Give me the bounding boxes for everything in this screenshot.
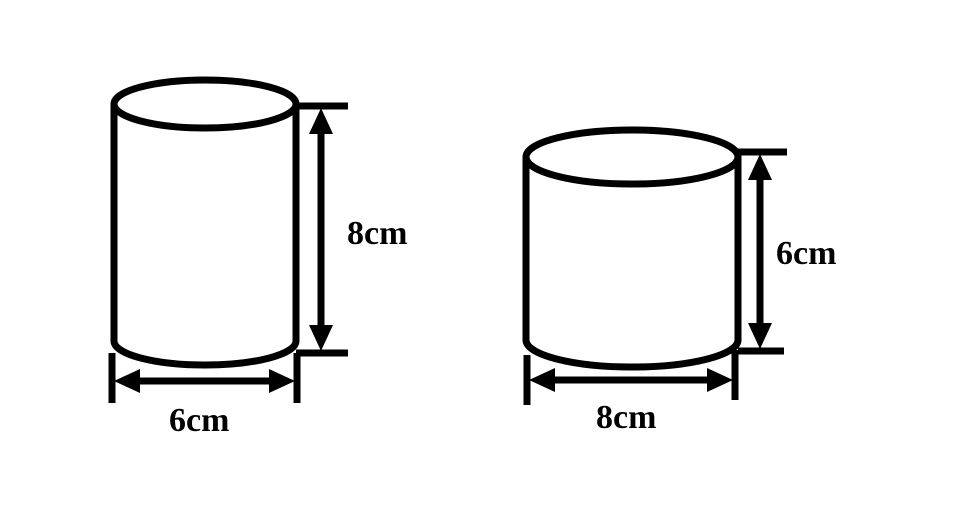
left-height-arrow-down xyxy=(309,325,333,351)
left-cylinder-bottom-arc xyxy=(110,337,300,369)
left-diameter-label: 6cm xyxy=(169,402,229,439)
right-height-label: 6cm xyxy=(776,235,836,272)
right-cylinder-bottom-arc xyxy=(522,336,742,371)
left-diameter-dimension: 6cm xyxy=(108,353,301,439)
right-diameter-dimension: 8cm xyxy=(523,350,739,436)
left-cylinder-top-ellipse xyxy=(110,76,300,132)
right-diameter-label: 8cm xyxy=(596,399,656,436)
right-height-arrow-down xyxy=(748,323,772,349)
right-diameter-arrow-left xyxy=(529,368,555,392)
left-height-label: 8cm xyxy=(347,215,407,252)
right-cylinder-top-ellipse xyxy=(522,126,742,188)
left-height-arrow-up xyxy=(309,108,333,134)
right-height-dimension: 6cm xyxy=(738,148,836,355)
right-cylinder xyxy=(522,126,742,371)
right-height-arrow-up xyxy=(748,154,772,180)
left-height-dimension: 8cm xyxy=(296,102,407,357)
left-diameter-arrow-right xyxy=(269,369,295,393)
left-cylinder xyxy=(110,76,300,369)
right-diameter-arrow-right xyxy=(707,368,733,392)
left-diameter-arrow-left xyxy=(114,369,140,393)
